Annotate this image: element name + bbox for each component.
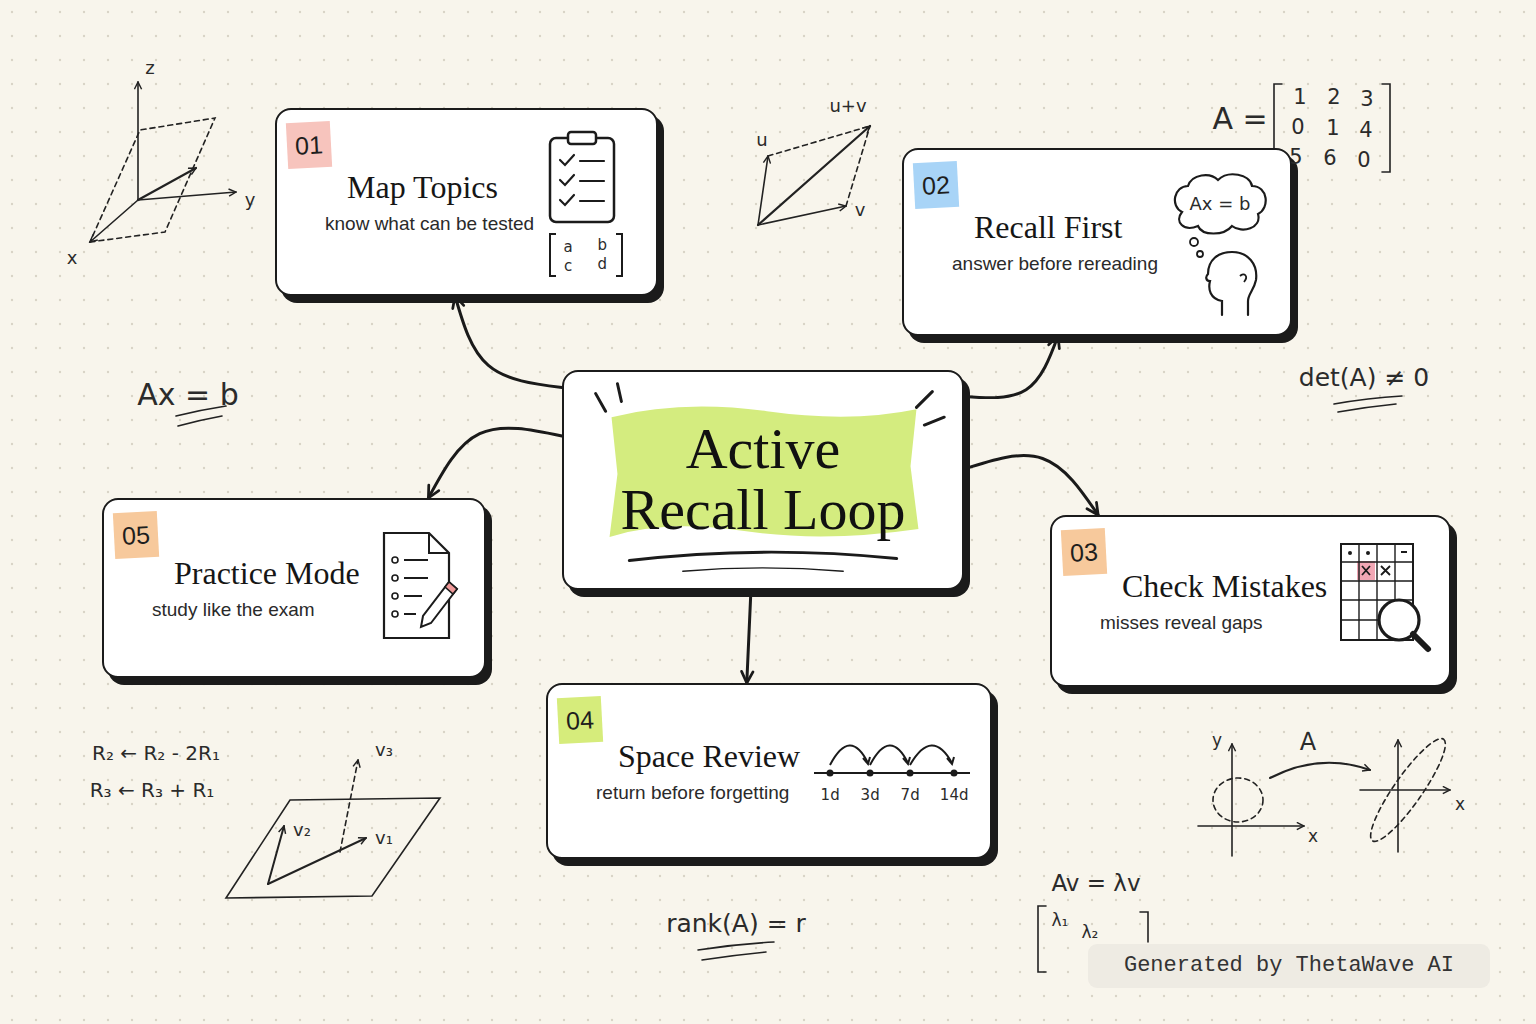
step-card: 05Practice Mode study like the exam (102, 498, 486, 678)
vector-label: v₁ (375, 828, 393, 848)
matrix-brackets (1274, 84, 1390, 172)
interval-label: 7d (901, 787, 920, 804)
matrix-entry: 5 (1289, 146, 1302, 169)
worksheet-icon (379, 528, 459, 643)
thinking-icon: Ax = b (1170, 172, 1270, 317)
step-card: a b c d 01Map Topics know what can be tested (275, 108, 658, 296)
vector-label: u (756, 130, 767, 150)
clipboard-icon (546, 130, 626, 280)
matrix-entry: λ₁ (1052, 911, 1069, 930)
step-note: misses reveal gaps (1100, 612, 1327, 634)
step-number: 02 (913, 161, 959, 209)
connector-arrow (964, 336, 1058, 398)
step-number: 03 (1061, 528, 1107, 576)
step-title: Recall First (974, 209, 1158, 246)
axis-label: y (1212, 731, 1222, 750)
step-note: know what can be tested (325, 213, 534, 235)
step-note: return before forgetting (596, 782, 800, 804)
watermark: Generated by ThetaWave AI (1124, 954, 1454, 978)
matrix-entry: 3 (1360, 88, 1373, 111)
interval-label: 1d (821, 787, 840, 804)
matrix-entry: 2 (1327, 86, 1340, 109)
vector-label: v₃ (375, 740, 393, 760)
axis-label: x (1455, 795, 1465, 814)
matrix-entry: 0 (1357, 149, 1370, 172)
matrix-letter: d (597, 256, 607, 273)
step-title: Map Topics (347, 169, 534, 206)
matrix-letter: a (564, 239, 573, 256)
row-operation: R₃ ← R₃ + R₁ (90, 779, 215, 801)
row-operation: R₂ ← R₂ - 2R₁ (92, 742, 220, 764)
matrix-entry: 1 (1293, 86, 1306, 109)
matrix-entry: λ₂ (1082, 923, 1099, 942)
vector-sum-sketch (758, 126, 870, 225)
transform-sketch (1198, 731, 1455, 856)
matrix-entry: 4 (1359, 119, 1372, 142)
step-card: 03Check Mistakes misses reveal gaps (1050, 515, 1451, 687)
vector-label: v (855, 200, 866, 220)
connector-arrow (455, 296, 562, 388)
thought-text: Ax = b (1190, 194, 1251, 214)
watermark-badge (1088, 944, 1490, 988)
mistake-grid-icon (1339, 542, 1434, 662)
matrix-letter: c (564, 258, 572, 275)
step-title: Practice Mode (174, 555, 367, 592)
connector-arrow (964, 456, 1098, 515)
hub-box: Active Recall Loop (562, 370, 964, 590)
matrix-name: A = (1212, 102, 1267, 135)
step-card: Ax = b 02Recall First answer before reread… (902, 148, 1292, 336)
clipboard-icon: a b c d (546, 130, 626, 280)
step-number: 04 (557, 696, 603, 744)
interval-label: 3d (861, 787, 880, 804)
step-note: answer before rereading (952, 253, 1158, 275)
step-title: Space Review (618, 738, 800, 775)
matrix-entry: 6 (1323, 147, 1336, 170)
step-title: Check Mistakes (1122, 568, 1327, 605)
step-number: 05 (113, 511, 159, 559)
matrix-entry: 1 (1326, 117, 1339, 140)
math-note: Av = λv (1051, 871, 1140, 896)
axis-label: x (1308, 827, 1318, 846)
transform-label: A (1300, 729, 1316, 755)
interval-label: 14d (940, 787, 969, 804)
connector-arrow (747, 590, 751, 683)
step-note: study like the exam (152, 599, 367, 621)
math-note: Ax = b (137, 378, 239, 411)
axis-label: x (67, 248, 78, 268)
axis-label: z (145, 58, 154, 78)
step-number: 01 (286, 121, 332, 169)
step-card: 1d 3d 7d 14d 04Space Review return before for… (546, 683, 992, 859)
matrix-entry: 0 (1291, 116, 1304, 139)
connector-arrow (428, 428, 562, 498)
math-note: det(A) ≠ 0 (1299, 364, 1429, 392)
math-note: rank(A) = r (666, 910, 806, 938)
matrix-letter: b (597, 237, 607, 254)
worksheet-icon (379, 528, 459, 643)
mistake-grid-icon (1339, 542, 1434, 662)
axes-sketch (90, 82, 236, 242)
plane-sketch (226, 760, 440, 898)
vector-label: u+v (829, 96, 866, 116)
timeline-icon: 1d 3d 7d 14d (812, 723, 972, 813)
vector-label: v₂ (293, 820, 311, 840)
axis-label: y (245, 190, 256, 210)
hub-title: Active Recall Loop (613, 419, 913, 541)
